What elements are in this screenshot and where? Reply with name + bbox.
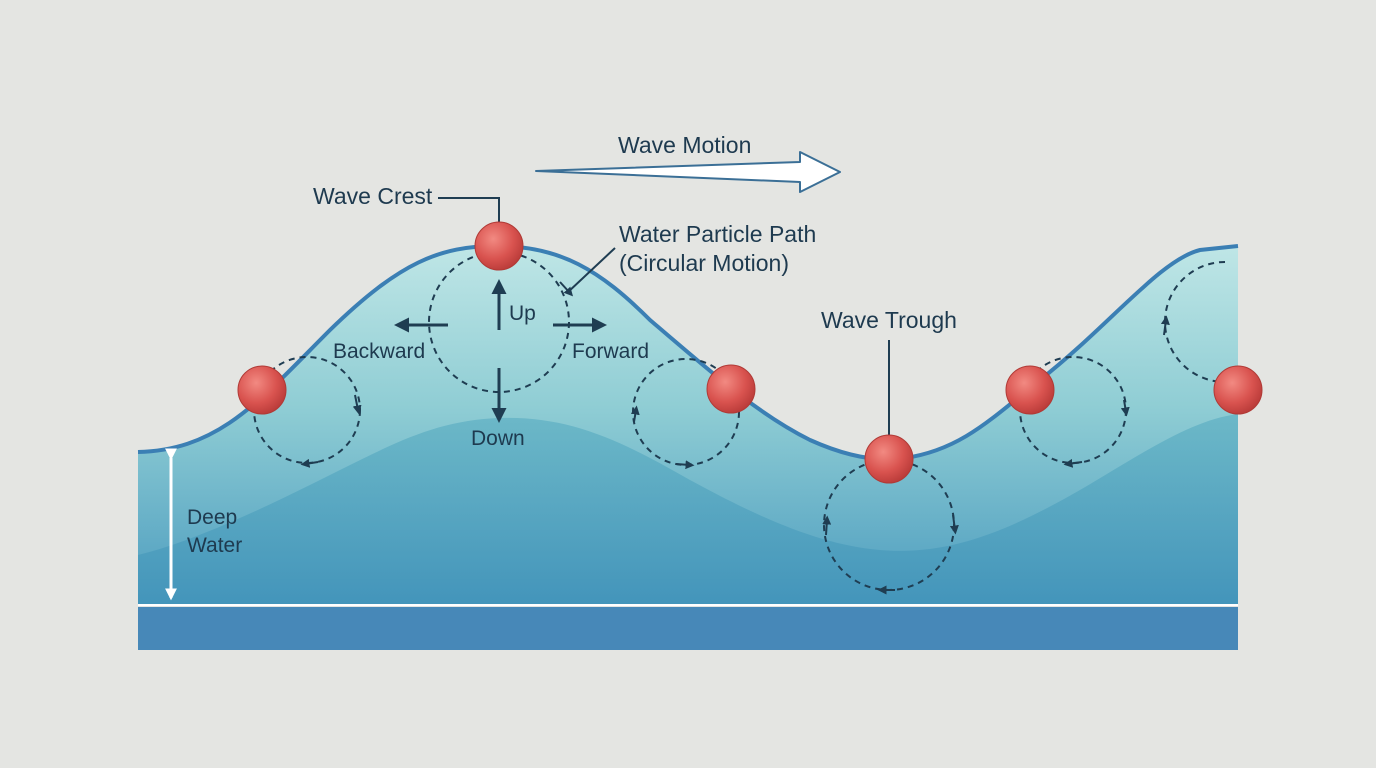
orbit-far-right [1160,261,1226,383]
particle-path-label-line1: Water Particle Path [619,221,816,247]
crest-orbit-arrowhead [559,281,574,297]
particle-trough [864,434,914,484]
wave-crest-label: Wave Crest [313,183,433,209]
down-label: Down [471,427,525,450]
deep-water-label-line2: Water [187,534,242,557]
particle-far-right [1213,365,1263,415]
sea-floor [138,607,1238,650]
particle-left [237,365,287,415]
wave-crest-leader [438,197,500,222]
forward-label: Forward [572,340,649,363]
inner-swell [138,414,1238,605]
crest-orbit [428,251,570,393]
up-label: Up [509,302,536,325]
particle-right [1005,365,1055,415]
particle-mid-left [706,364,756,414]
deep-water-label-line1: Deep [187,506,237,529]
backward-label: Backward [333,340,425,363]
particle-crest [474,221,524,271]
particle-path-leader [566,247,616,294]
orbit-trough [822,459,959,595]
wave-motion-arrow [535,151,841,193]
wave-trough-label: Wave Trough [821,307,957,333]
wave-motion-label: Wave Motion [618,132,751,158]
particle-path-label-line2: (Circular Motion) [619,250,789,276]
